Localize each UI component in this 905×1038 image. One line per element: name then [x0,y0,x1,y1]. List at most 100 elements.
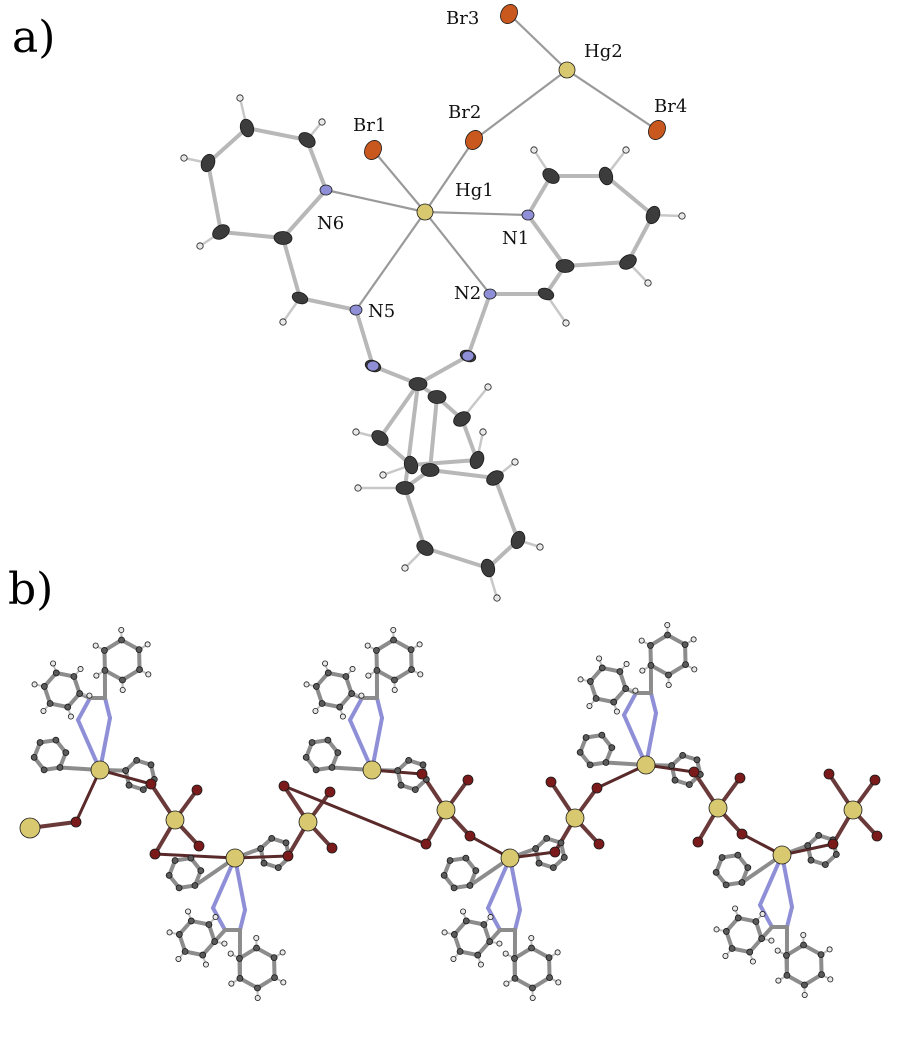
bromine-atom [364,140,382,160]
mercury-atom [772,845,792,865]
carbon-atom [181,948,189,955]
hydrogen-atom [554,949,561,956]
hydrogen-atom [118,627,125,634]
carbon-atom [693,756,701,764]
carbon-atom [549,864,557,872]
carbon-atom [576,748,584,756]
hydrogen-atom [690,636,697,643]
carbon-atom [807,856,815,864]
hydrogen-atom [349,666,356,673]
hydrogen-atom [530,146,538,154]
carbon-atom [722,881,730,889]
carbon-atom [197,867,205,875]
carbon-atom [722,928,730,935]
bromine-atom [326,842,338,854]
atom-label-hg2: Hg2 [584,41,623,62]
carbon-atom [64,703,72,711]
carbon-atom [118,636,125,644]
carbon-atom [125,781,133,789]
carbon-atom [752,918,760,925]
hydrogen-atom [50,660,57,667]
hydrogen-atom [477,961,484,968]
hydrogen-atom [358,692,365,699]
carbon-atom [480,921,488,928]
hydrogen-atom [826,946,833,953]
mercury-atom [558,61,576,79]
hydrogen-atom [502,950,509,957]
hydrogen-atom [496,940,503,947]
hydrogen-atom [623,661,630,668]
carbon-atom [746,948,754,956]
carbon-atom [46,700,54,707]
hydrogen-atom [227,950,234,957]
carbon-atom [462,917,470,925]
carbon-atom [510,530,526,550]
hydrogen-atom [228,980,235,987]
bromine-atom [464,830,476,842]
carbon-atom [373,667,381,674]
diazene-bond [76,696,92,722]
carbon-atom [474,951,482,959]
carbon-atom [815,831,823,839]
panel-b-label: b) [8,564,53,615]
bromine-atom [823,768,835,780]
mercury-atom [19,817,41,839]
bromine-atom [500,4,518,24]
carbon-atom [187,854,195,862]
bromine-atom [149,848,161,860]
carbon-atom [318,700,326,707]
carbon-atom [175,884,183,892]
mercury-atom [500,848,520,868]
carbon-atom [592,695,600,702]
bromine-atom [593,838,605,850]
ring-bond [428,468,497,480]
atom-label-hg1: Hg1 [455,180,494,201]
bromine-atom [591,782,603,794]
carbon-atom [312,766,320,774]
carbon-atom [480,558,496,578]
carbon-atom [268,834,276,842]
carbon-atom [342,673,350,680]
hydrogen-atom [664,622,671,629]
carbon-atom [586,678,594,685]
carbon-atom [671,776,679,784]
carbon-atom [239,118,255,138]
hydrogen-atom [365,672,372,679]
carbon-atom [324,669,332,677]
coordination-bond [565,68,659,132]
carbon-atom [728,945,736,952]
carbon-atom [528,944,535,952]
hydrogen-atom [180,154,188,162]
carbon-atom [273,231,293,245]
carbon-atom [546,974,553,981]
bromine-atom [871,830,883,842]
diazene-bond [486,906,502,932]
coordination-bond [507,12,569,72]
carbon-atom [758,935,766,942]
carbon-atom [36,739,44,746]
hydrogen-atom [775,977,782,984]
carbon-atom [598,166,614,186]
carbon-atom [407,646,415,653]
hydrogen-atom [622,146,630,154]
carbon-atom [557,839,565,847]
carbon-atom [801,981,808,989]
carbon-atom [334,749,342,757]
carbon-atom [191,882,199,889]
hydrogen-atom [759,911,766,918]
nitrogen-atom [319,184,333,196]
carbon-atom [427,390,447,404]
carbon-atom [139,786,147,794]
carbon-atom [602,759,610,766]
carbon-atom [119,676,126,684]
hydrogen-atom [185,908,192,915]
bridge-bond [282,784,428,846]
nitrogen-atom [461,350,475,362]
atom-label-br2: Br2 [448,102,481,123]
hydrogen-atom [774,947,781,954]
bromine-atom [193,840,205,852]
backbone-bond [428,395,439,472]
carbon-atom [682,661,689,668]
carbon-atom [560,854,568,861]
